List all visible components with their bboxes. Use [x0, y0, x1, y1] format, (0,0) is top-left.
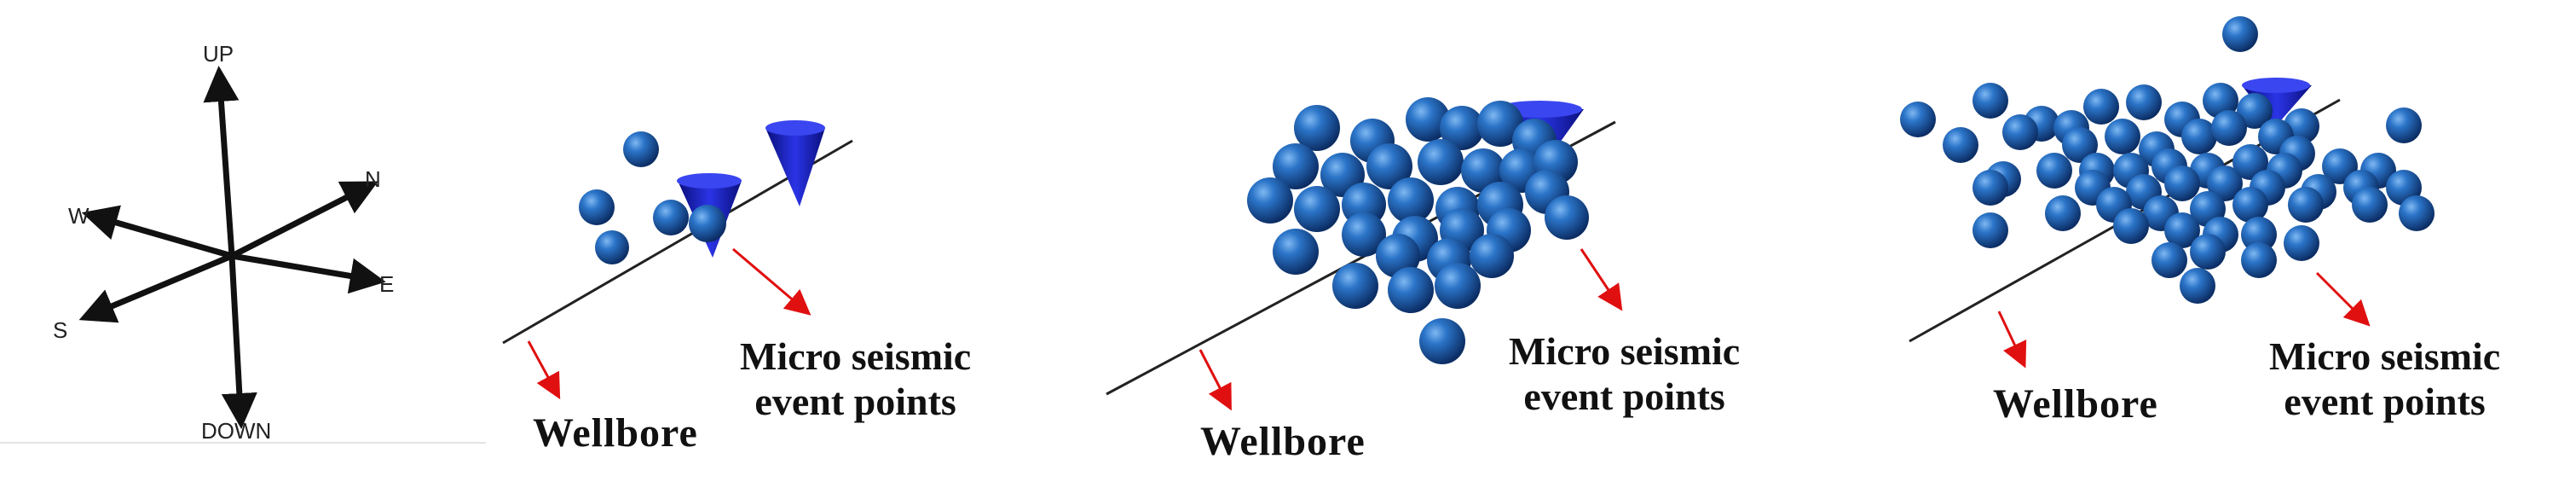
micro-seismic-label-line1: Micro seismic	[2269, 334, 2501, 378]
micro-seismic-label-line2: event points	[2284, 379, 2486, 423]
seismic-event-sphere	[2211, 110, 2247, 146]
seismic-event-sphere	[1406, 97, 1450, 142]
seismic-event-sphere	[2237, 93, 2273, 129]
compass-label-n: N	[365, 166, 381, 192]
micro-seismic-pointer-arrow	[2315, 271, 2371, 327]
seismic-event-sphere	[1273, 229, 1319, 275]
seismic-event-sphere	[1435, 263, 1481, 309]
seismic-event-sphere	[1376, 234, 1420, 278]
micro-seismic-label: Micro seismic event points	[2269, 334, 2500, 425]
compass-label-up: UP	[203, 41, 234, 67]
micro-seismic-label-line1: Micro seismic	[740, 334, 972, 378]
seismic-event-sphere	[1419, 318, 1465, 364]
seismic-event-sphere	[2190, 234, 2226, 270]
wellbore-label: Wellbore	[533, 410, 698, 456]
seismic-event-sphere	[1972, 212, 2008, 248]
micro-seismic-label: Micro seismic event points	[740, 334, 971, 425]
micro-seismic-pointer-arrow	[1580, 248, 1623, 311]
seismic-event-sphere	[2203, 83, 2238, 119]
seismic-event-sphere	[2222, 16, 2258, 52]
seismic-event-sphere	[2083, 89, 2119, 125]
compass-north-arrow	[230, 181, 378, 259]
seismic-event-sphere	[1461, 148, 1505, 193]
seismic-event-sphere	[1972, 83, 2008, 119]
compass-up-arrow	[203, 66, 240, 257]
seismic-event-sphere	[1972, 170, 2008, 206]
compass-west-arrow	[81, 205, 233, 259]
compass-east-arrow	[231, 253, 386, 294]
panel-2-scene	[1106, 97, 1623, 411]
seismic-event-sphere	[595, 230, 629, 264]
seismic-event-sphere	[2241, 217, 2277, 253]
seismic-event-sphere	[2288, 187, 2324, 223]
seismic-event-sphere	[1294, 186, 1340, 232]
seismic-event-sphere	[2002, 114, 2038, 150]
compass-south-arrow	[78, 253, 234, 323]
cone-event	[765, 120, 825, 206]
compass-label-down: DOWN	[201, 418, 272, 444]
seismic-event-sphere	[1247, 177, 1293, 224]
wellbore-pointer-arrow	[527, 340, 561, 400]
compass-rose	[78, 66, 386, 429]
panel-3-scene	[1900, 16, 2434, 369]
seismic-event-sphere	[2105, 119, 2140, 154]
seismic-event-sphere	[2352, 187, 2388, 223]
seismic-event-sphere	[1440, 106, 1484, 150]
seismic-event-sphere	[689, 205, 726, 242]
wellbore-pointer-arrow	[1198, 349, 1232, 411]
seismic-event-cluster	[1247, 97, 1589, 364]
seismic-event-sphere	[2180, 268, 2215, 304]
seismic-event-sphere	[1273, 143, 1319, 189]
seismic-event-sphere	[1943, 127, 1978, 163]
seismic-event-sphere	[1294, 105, 1340, 151]
seismic-event-sphere	[1388, 177, 1434, 224]
seismic-event-sphere	[1342, 212, 1386, 257]
seismic-event-sphere	[2126, 84, 2162, 120]
seismic-event-sphere	[579, 189, 615, 225]
compass-down-arrow	[221, 255, 257, 429]
seismic-event-sphere	[2386, 107, 2422, 143]
seismic-event-sphere	[1545, 195, 1589, 240]
micro-seismic-label: Micro seismic event points	[1509, 329, 1740, 420]
micro-seismic-pointer-arrow	[732, 247, 811, 316]
seismic-event-sphere	[2284, 225, 2319, 261]
compass-label-w: W	[68, 203, 90, 229]
seismic-event-sphere	[2241, 242, 2277, 278]
seismic-event-sphere	[2232, 187, 2268, 223]
seismic-event-sphere	[2232, 144, 2268, 180]
seismic-event-sphere	[623, 131, 659, 167]
seismic-event-sphere	[1332, 263, 1378, 309]
wellbore-pointer-arrow	[1997, 311, 2027, 369]
seismic-event-cluster	[1900, 16, 2434, 304]
seismic-event-sphere	[1900, 102, 1936, 137]
compass-label-s: S	[53, 317, 68, 343]
seismic-event-sphere	[2181, 119, 2217, 154]
seismic-event-sphere	[1366, 143, 1412, 189]
wellbore-label: Wellbore	[1993, 381, 2158, 427]
seismic-event-sphere	[2113, 208, 2149, 244]
seismic-event-sphere	[1477, 101, 1523, 147]
seismic-event-sphere	[653, 200, 689, 235]
seismic-event-sphere	[2207, 166, 2243, 201]
wellbore-label: Wellbore	[1200, 419, 1366, 464]
seismic-event-sphere	[2164, 166, 2200, 201]
micro-seismic-label-line2: event points	[754, 379, 956, 423]
seismic-event-sphere	[2151, 242, 2187, 278]
micro-seismic-label-line1: Micro seismic	[1509, 329, 1741, 373]
compass-label-e: E	[379, 271, 395, 297]
micro-seismic-label-line2: event points	[1523, 374, 1725, 418]
seismic-event-sphere	[2062, 127, 2098, 163]
seismic-event-sphere	[2164, 212, 2200, 248]
seismic-event-sphere	[1388, 267, 1434, 313]
seismic-event-sphere	[1470, 234, 1514, 278]
seismic-event-sphere	[2399, 195, 2434, 231]
seismic-event-sphere	[2036, 153, 2072, 189]
seismic-event-sphere	[1418, 139, 1464, 185]
seismic-event-sphere	[2045, 195, 2081, 231]
panel-1-scene	[502, 120, 853, 400]
